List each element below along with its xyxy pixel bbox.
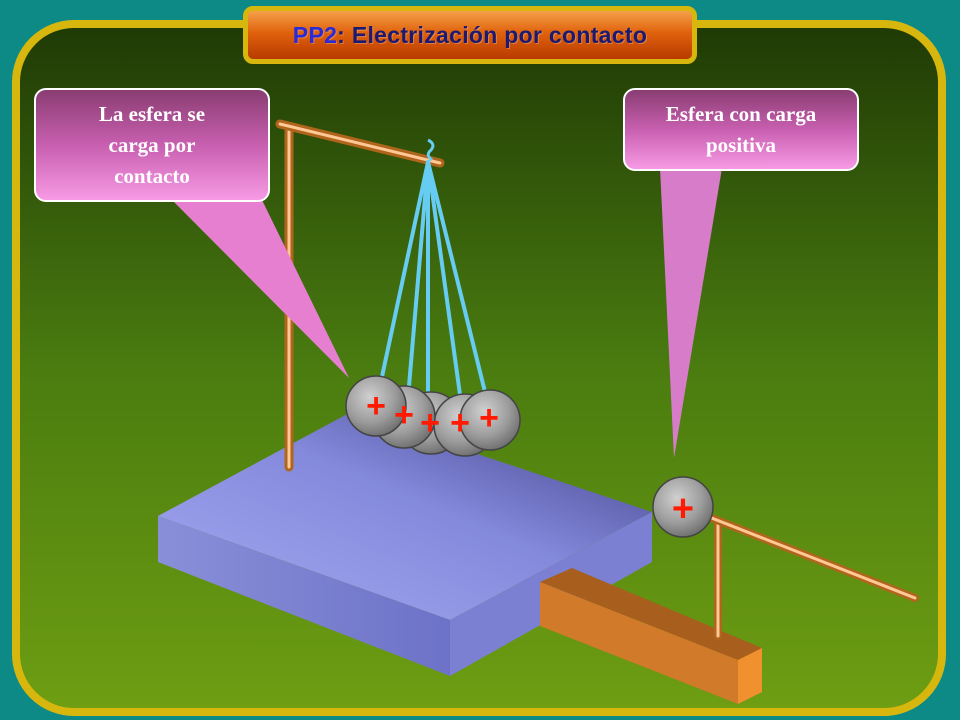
- title-text: : Electrización por contacto: [337, 21, 648, 48]
- base-front-face: [158, 516, 450, 676]
- callout-right-line-1: Esfera con carga: [665, 101, 817, 126]
- title-code: PP2: [292, 21, 338, 48]
- block-top-face: [540, 568, 762, 660]
- slide-title: PP2: Electrización por contacto: [293, 22, 647, 49]
- thread-4: [426, 160, 463, 404]
- block-front-face: [540, 582, 738, 704]
- callout-left-pointer: [172, 200, 349, 378]
- thread-5: [426, 160, 488, 398]
- pendulum-spheres: [345, 375, 521, 457]
- callout-right-line-2: positiva: [705, 132, 776, 157]
- fixed-stand-arm-highlight: [702, 513, 917, 600]
- charge-sign-2: +: [394, 396, 414, 434]
- charge-sign-3: +: [420, 404, 440, 442]
- block-end-face: [738, 648, 762, 704]
- callout-left: La esfera se carga por contacto: [34, 88, 270, 202]
- charge-sign-4: +: [450, 404, 470, 442]
- stand-arm-highlight: [278, 122, 442, 165]
- fixed-sphere-stand: [652, 476, 919, 640]
- charge-sign-5: +: [479, 399, 499, 437]
- charge-sign-fixed: +: [671, 488, 695, 530]
- callout-right: Esfera con carga positiva: [623, 88, 859, 171]
- hook: [426, 138, 435, 162]
- wooden-block: [540, 568, 762, 704]
- pendulum-sphere-5: [459, 389, 521, 451]
- threads: [378, 160, 488, 407]
- base-top-face: [158, 412, 652, 620]
- pendulum-sphere-1: [345, 375, 407, 437]
- callout-left-line-2: carga por: [108, 132, 196, 157]
- fixed-sphere: [652, 476, 714, 538]
- thread-1: [378, 160, 430, 388]
- callout-right-pointer: [660, 168, 722, 458]
- charge-sign-1: +: [366, 387, 386, 425]
- callout-left-line-3: contacto: [114, 163, 190, 188]
- thread-2: [406, 160, 430, 400]
- callout-left-line-1: La esfera se: [98, 101, 206, 126]
- title-banner: PP2: Electrización por contacto: [243, 6, 697, 64]
